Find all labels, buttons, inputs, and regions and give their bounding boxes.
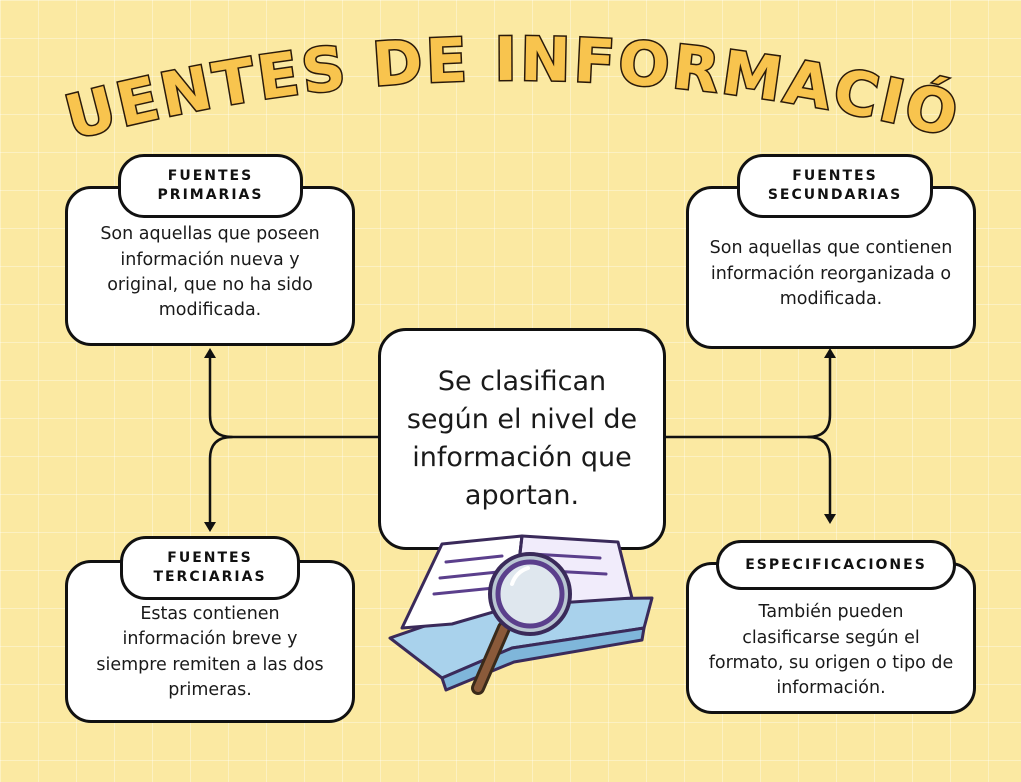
label-especificaciones-line1: ESPECIFICACIONES [745,556,927,573]
label-primarias: FUENTES PRIMARIAS [118,154,303,218]
arrow-up-icon [204,348,216,358]
title-graphic: FUENTES DE INFORMACIÓN [0,0,966,155]
card-terciarias: Estas contienen información breve y siem… [65,560,355,723]
card-primarias-text: Son aquellas que poseen información nuev… [100,224,320,321]
connector-to-secundarias [663,353,832,439]
label-primarias-line1: FUENTES [167,168,254,185]
card-primarias: Son aquellas que poseen información nuev… [65,186,355,346]
label-terciarias-line2: TERCIARIAS [153,569,267,585]
label-secundarias-line1: FUENTES [792,168,878,185]
book-illustration [388,534,654,695]
label-terciarias: FUENTES TERCIARIAS [120,536,300,600]
center-card: Se clasifican según el nivel de informac… [378,328,666,550]
card-especificaciones-text: También pueden clasificarse según el for… [708,602,954,699]
arrow-up-icon [824,348,836,358]
card-secundarias-text: Son aquellas que contienen información r… [709,238,953,310]
connector-to-primarias [208,353,382,439]
label-terciarias-line1: FUENTES [167,550,253,567]
label-secundarias: FUENTES SECUNDARIAS [737,154,933,218]
label-primarias-line2: PRIMARIAS [157,187,264,203]
arrow-down-icon [204,522,216,532]
connector-to-terciarias [208,435,234,530]
label-especificaciones: ESPECIFICACIONES [716,540,956,590]
center-text: Se clasifican según el nivel de informac… [406,366,638,511]
label-secundarias-line2: SECUNDARIAS [767,187,903,203]
magnifying-glass-icon [471,552,572,695]
connector-to-especificaciones [806,435,832,522]
arrow-down-icon [824,514,836,524]
card-terciarias-text: Estas contienen información breve y siem… [96,603,324,700]
